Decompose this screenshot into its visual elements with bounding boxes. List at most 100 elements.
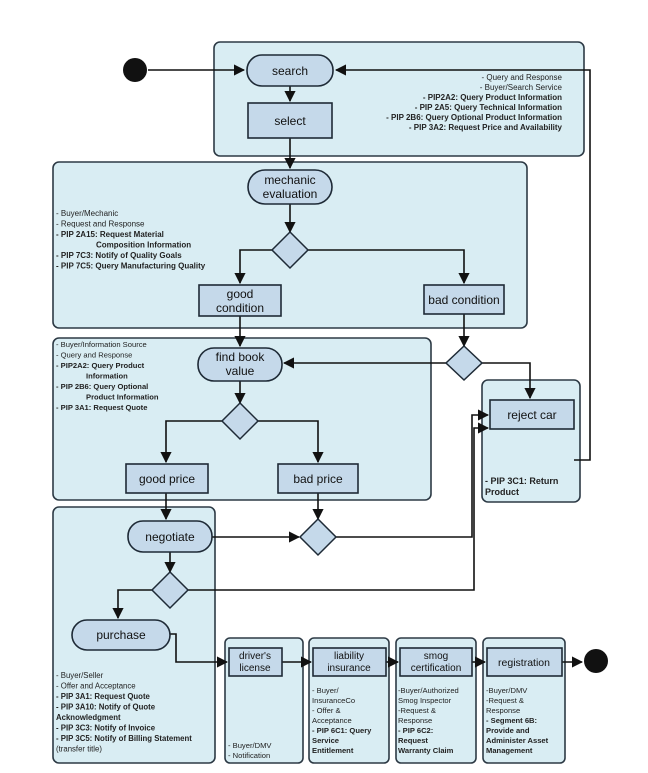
node-liability-insurance[interactable]: liability insurance [312, 647, 387, 677]
node-reject-car[interactable]: reject car [489, 399, 575, 430]
note-line: - Query and Response [482, 73, 563, 82]
note-dmv2: -Buyer/DMV-Request &Response- Segment 6B… [486, 686, 549, 755]
note-line: - PIP 3A10: Notify of Quote [56, 703, 156, 712]
note-line: -Request & [486, 696, 524, 705]
node-good-condition[interactable]: good condition [198, 284, 282, 317]
decision-bad-price [298, 517, 338, 557]
edge-decision2-reject [188, 422, 490, 591]
negotiate-label: negotiate [145, 530, 195, 544]
note-line: Smog Inspector [398, 696, 452, 705]
note-line: - PIP 6C2: [398, 726, 433, 735]
license-label-2: license [239, 663, 271, 674]
note-line: - Buyer/ [312, 686, 339, 695]
node-drivers-license[interactable]: driver's license [228, 647, 283, 677]
edge-purchase-license [170, 633, 229, 668]
notes-layer: - Query and Response- Buyer/Search Servi… [56, 73, 563, 760]
node-purchase[interactable]: purchase [71, 619, 171, 651]
note-line: - PIP 3A1: Request Quote [56, 692, 151, 701]
node-bad-condition[interactable]: bad condition [423, 284, 505, 315]
edge-to-good-price [160, 420, 222, 464]
search-label: search [272, 64, 308, 78]
note-insurance: - Buyer/InsuranceCo- Offer &Acceptance- … [312, 686, 372, 755]
insurance-label-2: insurance [327, 663, 371, 674]
bad-price-label: bad price [293, 472, 343, 486]
note-line: Service [312, 736, 339, 745]
note-line: - Request and Response [56, 220, 145, 229]
note-line: -Buyer/DMV [486, 686, 528, 695]
note-line: -Buyer/Authorized [398, 686, 459, 695]
note-line: - PIP2A2: Query Product Information [423, 93, 562, 102]
note-line: Entitlement [312, 746, 354, 755]
note-line: Response [486, 706, 520, 715]
note-line: - Buyer/Information Source [56, 340, 147, 349]
note-line: - Query and Response [56, 351, 132, 360]
edge-badprice-reject [336, 409, 490, 538]
note-line: Warranty Claim [398, 746, 454, 755]
node-negotiate[interactable]: negotiate [127, 520, 213, 553]
edge-to-bad-price [258, 420, 324, 464]
note-line: - PIP 3C5: Notify of Billing Statement [56, 734, 192, 743]
note-line: (transfer title) [56, 745, 102, 754]
note-line: - Buyer/Search Service [480, 83, 563, 92]
note-dmv1: - Buyer/DMV- Notification [228, 741, 272, 760]
node-mechanic-evaluation[interactable]: mechanic evaluation [247, 169, 333, 205]
node-select[interactable]: select [247, 102, 333, 139]
mechanic-label-1: mechanic [264, 173, 315, 187]
select-label: select [274, 114, 306, 128]
reject-car-label: reject car [507, 408, 556, 422]
note-seller: - Buyer/Seller- Offer and Acceptance- PI… [56, 671, 192, 754]
node-find-book-value[interactable]: find book value [197, 347, 283, 382]
decision-bad-condition [444, 344, 484, 382]
edge-decision-reject [482, 362, 536, 400]
end-node [584, 649, 608, 673]
good-price-label: good price [139, 472, 195, 486]
license-label-1: driver's [239, 651, 271, 662]
edge-to-bad-condition [308, 249, 470, 285]
edge-reject-search [334, 64, 591, 461]
note-line: - PIP 7C3: Notify of Quality Goals [56, 251, 182, 260]
note-line: Information [86, 372, 128, 381]
note-line: Product Information [86, 393, 159, 402]
book-value-label-2: value [226, 364, 255, 378]
decision-price [220, 401, 260, 441]
note-line: - Buyer/DMV [228, 741, 272, 750]
note-line: Acceptance [312, 716, 352, 725]
node-smog-certification[interactable]: smog certification [399, 647, 473, 677]
note-line: Administer Asset [486, 736, 549, 745]
note-line: - PIP 2B6: Query Optional [56, 382, 148, 391]
note-line: - PIP 2A15: Request Material [56, 230, 164, 239]
note-line: - PIP 3C3: Notify of Invoice [56, 724, 156, 733]
note-line: Provide and [486, 726, 530, 735]
note-line: - Offer and Acceptance [56, 682, 136, 691]
start-node [123, 58, 147, 82]
note-line: Request [398, 736, 428, 745]
note-line: - PIP2A2: Query Product [56, 361, 145, 370]
note-line: Composition Information [96, 241, 191, 250]
edge-decision2-purchase [112, 589, 152, 620]
insurance-label-1: liability [334, 651, 364, 662]
node-search[interactable]: search [246, 54, 334, 87]
smog-label-1: smog [424, 651, 448, 662]
note-line: - Notification [228, 751, 270, 760]
note-line: Response [398, 716, 432, 725]
node-bad-price[interactable]: bad price [277, 463, 359, 494]
good-condition-label-2: condition [216, 301, 264, 315]
note-search: - Query and Response- Buyer/Search Servi… [386, 73, 562, 132]
mechanic-label-2: evaluation [263, 187, 318, 201]
note-line: -Request & [398, 706, 436, 715]
good-condition-label-1: good [227, 287, 254, 301]
node-registration[interactable]: registration [486, 647, 563, 677]
note-line: Acknowledgment [56, 713, 121, 722]
note-line: - PIP 3A2: Request Price and Availabilit… [409, 123, 563, 132]
edge-to-good-condition [234, 249, 272, 285]
note-line: - PIP 7C5: Query Manufacturing Quality [56, 262, 206, 271]
bad-condition-label: bad condition [428, 293, 499, 307]
note-line: - PIP 2A5: Query Technical Information [415, 103, 562, 112]
node-good-price[interactable]: good price [125, 463, 209, 494]
registration-label: registration [498, 657, 550, 669]
note-line: Management [486, 746, 533, 755]
note-line: - Buyer/Mechanic [56, 209, 118, 218]
note-book: - Buyer/Information Source - Query and Re… [56, 340, 159, 412]
